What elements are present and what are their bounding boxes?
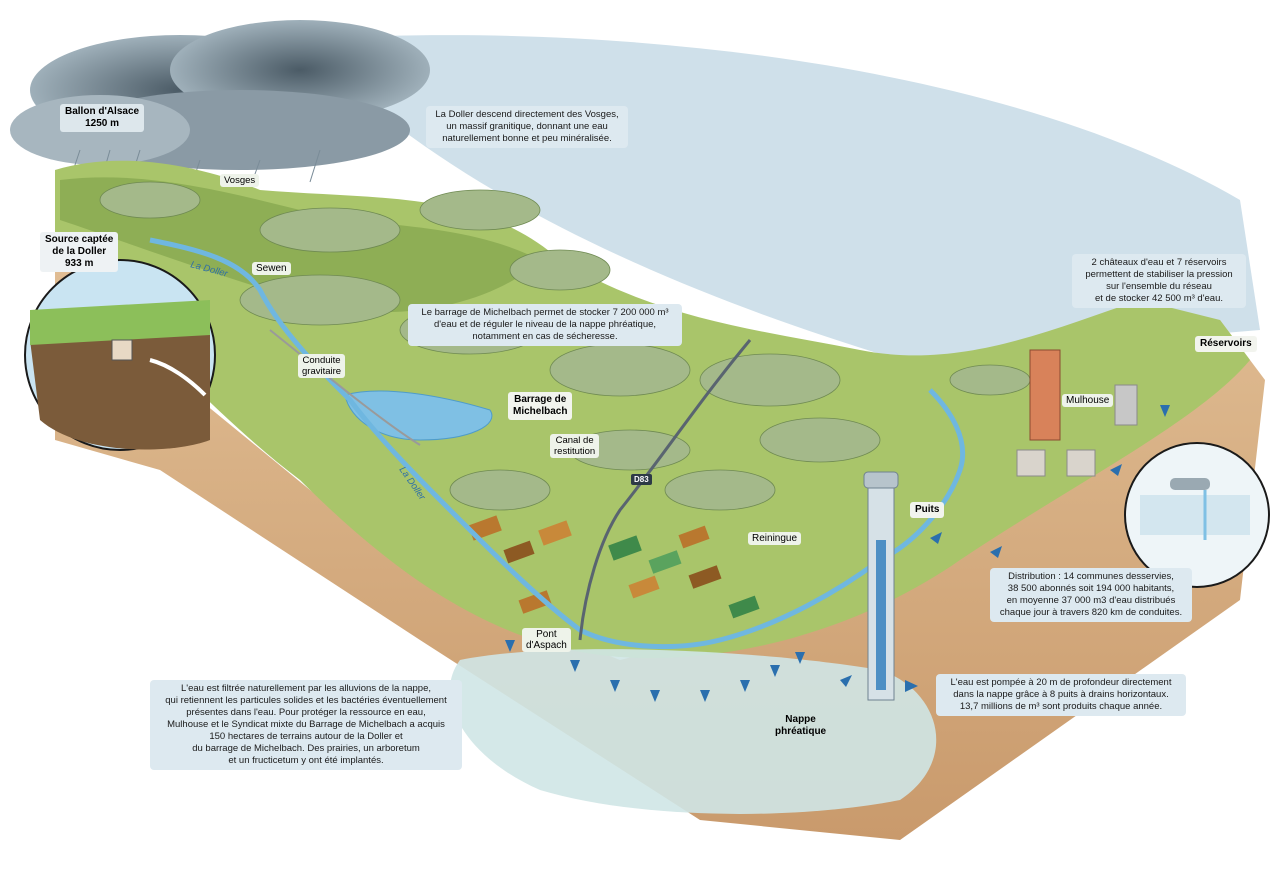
note-filtration: L'eau est filtrée naturellement par les … — [150, 680, 462, 770]
forest-clusters — [99, 181, 1031, 511]
note-doller-vosges: La Doller descend directement des Vosges… — [426, 106, 628, 148]
label-mulhouse: Mulhouse — [1062, 394, 1114, 407]
label-d83: D83 — [631, 474, 652, 485]
label-vosges: Vosges — [220, 174, 260, 187]
label-sewen: Sewen — [252, 262, 291, 275]
label-barrage: Barrage de Michelbach — [508, 392, 573, 420]
note-chateaux: 2 châteaux d'eau et 7 réservoirs permett… — [1072, 254, 1246, 308]
label-puits: Puits — [910, 502, 945, 518]
puits-well — [863, 471, 899, 701]
label-reiningue: Reiningue — [748, 532, 802, 545]
label-pont: Pont d'Aspach — [522, 628, 571, 652]
note-pompage: L'eau est pompée à 20 m de profondeur di… — [936, 674, 1186, 716]
label-canal: Canal de restitution — [550, 434, 600, 458]
conduite-gravitaire — [269, 329, 421, 446]
faucet-inset — [1124, 442, 1270, 588]
label-nappe: Nappe phréatique — [775, 714, 827, 737]
soil-cross-section — [55, 170, 1265, 840]
label-source: Source captée de la Doller 933 m — [40, 232, 119, 272]
source-inset — [24, 259, 216, 451]
nappe-phreatique-zone — [449, 649, 937, 814]
note-distribution: Distribution : 14 communes desservies, 3… — [990, 568, 1192, 622]
note-barrage: Le barrage de Michelbach permet de stock… — [408, 304, 682, 346]
road-d83 — [578, 339, 752, 641]
label-reservoirs: Réservoirs — [1195, 336, 1257, 352]
label-conduite: Conduite gravitaire — [298, 354, 346, 378]
label-ballon-alsace: Ballon d'Alsace 1250 m — [60, 104, 145, 132]
flow-arrows — [505, 405, 1170, 702]
mulhouse-towers — [1016, 349, 1138, 477]
